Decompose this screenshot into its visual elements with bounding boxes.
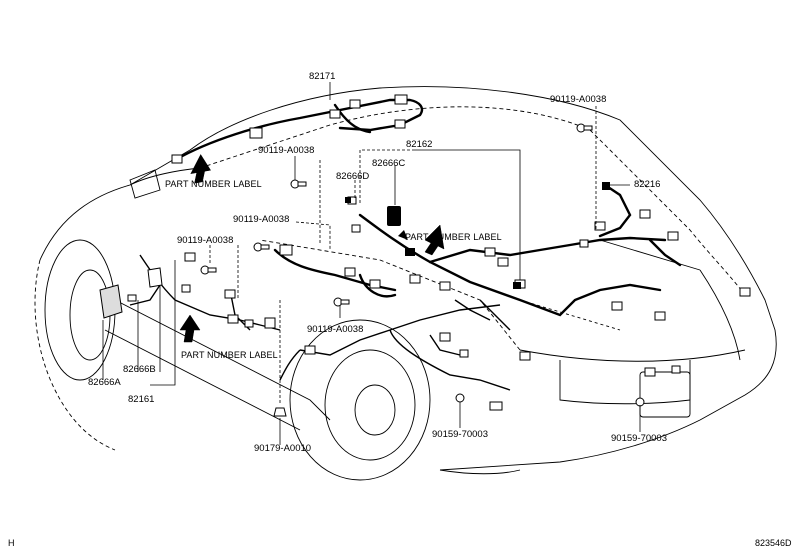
part-number-label-callout-roof: PART NUMBER LABEL — [165, 179, 262, 189]
clip-trunk-label: 90159-70003 — [611, 433, 667, 444]
part-82666d-label: 82666D — [336, 171, 370, 182]
corner-code: H — [8, 538, 15, 548]
bolt-left-label: 90119-A0038 — [177, 235, 234, 246]
part-number-label-callout-center: PART NUMBER LABEL — [405, 232, 502, 242]
part-82171-label: 82171 — [309, 71, 336, 82]
part-82666b-label: 82666B — [123, 364, 156, 375]
diagram-id: 823546D — [755, 538, 792, 548]
part-number-label-callout-floor: PART NUMBER LABEL — [181, 350, 278, 360]
part-82162-label: 82162 — [406, 139, 433, 150]
bolt-top-right-label: 90119-A0038 — [550, 94, 607, 105]
part-82216-label: 82216 — [634, 179, 661, 190]
clip-bottom-label: 90179-A0010 — [254, 443, 312, 454]
clip-floor-label: 90159-70003 — [432, 429, 488, 440]
bolt-center-label: 90119-A0038 — [307, 324, 364, 335]
part-82161-label: 82161 — [128, 394, 155, 405]
part-82666c-label: 82666C — [372, 158, 406, 169]
part-82666a-label: 82666A — [88, 377, 121, 388]
bolt-mid-label: 90119-A0038 — [233, 214, 290, 225]
bolt-roof-label: 90119-A0038 — [258, 145, 315, 156]
